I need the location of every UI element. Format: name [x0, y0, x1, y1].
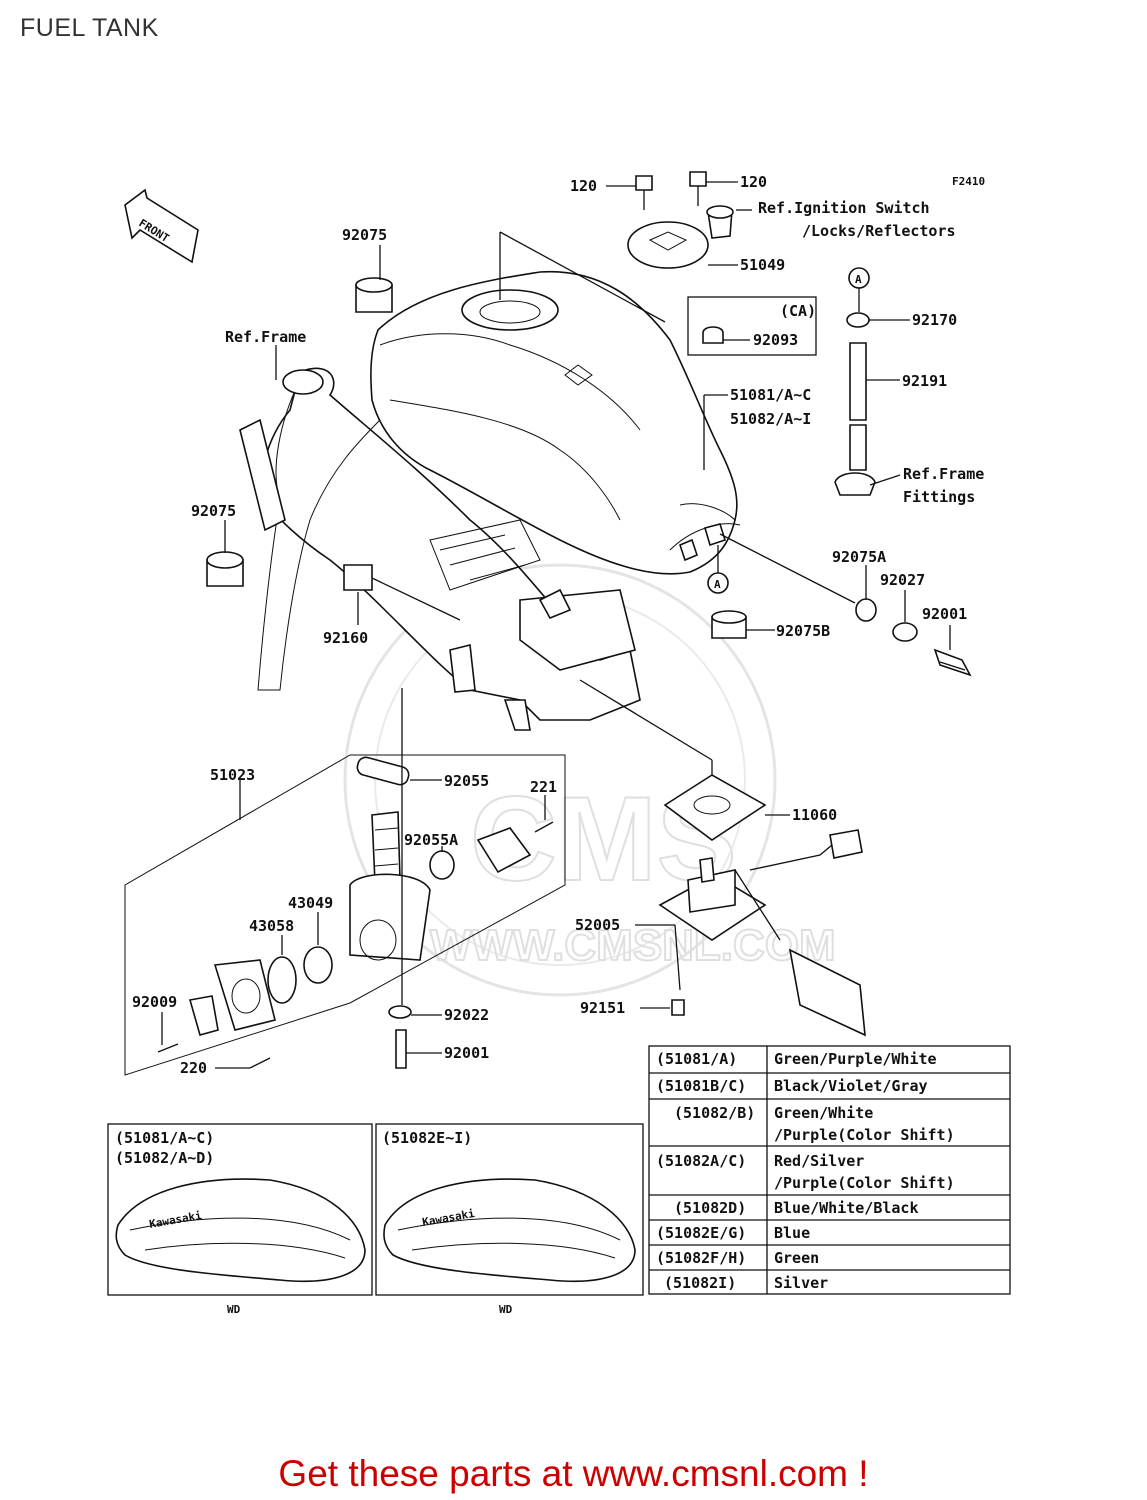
label-43049: 43049 — [288, 894, 333, 912]
table-code: (51081/A) — [656, 1050, 737, 1068]
label-ref-frame: Ref.Frame — [225, 328, 306, 346]
bolt-120-right — [689, 171, 707, 206]
label-11060: 11060 — [792, 806, 837, 824]
table-code: (51082A/C) — [656, 1152, 746, 1170]
table-color: /Purple(Color Shift) — [774, 1174, 955, 1192]
table-code: (51082/B) — [674, 1104, 755, 1122]
label-92009: 92009 — [132, 993, 177, 1011]
ca-box — [687, 296, 817, 356]
label-ref-frame-fittings-2: Fittings — [903, 488, 975, 506]
label-ca: (CA) — [780, 302, 816, 320]
label-92075-top: 92075 — [342, 226, 387, 244]
table-color: Silver — [774, 1274, 828, 1292]
inset-left-line1: (51081/A~C) — [115, 1129, 214, 1147]
label-92151: 92151 — [580, 999, 625, 1017]
label-51081: 51081/A~C — [730, 386, 811, 404]
collar-92075a — [855, 598, 877, 622]
reflector-cap — [706, 205, 734, 239]
label-92160: 92160 — [323, 629, 368, 647]
damper-92075-left — [206, 551, 244, 587]
inset-left-note: WD — [227, 1303, 241, 1316]
label-221: 221 — [530, 778, 557, 796]
inset-right-line1: (51082E~I) — [382, 1129, 472, 1147]
tank-cap-plate — [627, 221, 709, 269]
label-ref-ignition-2: /Locks/Reflectors — [802, 222, 956, 240]
marker-a-top-label: A — [855, 273, 862, 286]
promo-link[interactable]: Get these parts at www.cmsnl.com ! — [278, 1453, 869, 1494]
table-code: (51082I) — [664, 1274, 736, 1292]
marker-a-top: A — [848, 267, 870, 312]
marker-a-bottom-label: A — [714, 578, 721, 591]
label-92001-bottom: 92001 — [444, 1044, 489, 1062]
bolt-92001-right — [933, 648, 972, 677]
table-code: (51082F/H) — [656, 1249, 746, 1267]
label-120-left: 120 — [570, 177, 597, 195]
color-table: (51081/A) Green/Purple/White (51081B/C) … — [648, 1045, 1011, 1295]
table-color: Green/Purple/White — [774, 1050, 937, 1068]
label-51023: 51023 — [210, 766, 255, 784]
label-92022: 92022 — [444, 1006, 489, 1024]
frame-drawing — [239, 367, 641, 731]
table-color: Blue/White/Black — [774, 1199, 919, 1217]
table-code: (51082E/G) — [656, 1224, 746, 1242]
marker-a-bottom: A — [707, 545, 729, 594]
bolt-120-left — [635, 175, 653, 210]
inset-left: (51081/A~C) (51082/A~D) Kawasaki WD — [107, 1123, 373, 1316]
fuel-cock-drawing — [124, 754, 566, 1076]
label-92055a: 92055A — [404, 831, 458, 849]
breather-hose-92191 — [849, 342, 867, 471]
label-92075-left: 92075 — [191, 502, 236, 520]
label-51082: 51082/A~I — [730, 410, 811, 428]
label-92075b: 92075B — [776, 622, 830, 640]
table-code: (51082D) — [674, 1199, 746, 1217]
label-51049: 51049 — [740, 256, 785, 274]
label-220: 220 — [180, 1059, 207, 1077]
label-92055: 92055 — [444, 772, 489, 790]
leader-lines — [161, 181, 951, 1069]
fuel-pump-drawing — [658, 774, 866, 1037]
frame-fitting — [834, 472, 876, 496]
label-92191: 92191 — [902, 372, 947, 390]
label-92001-right: 92001 — [922, 605, 967, 623]
inset-right-note: WD — [499, 1303, 513, 1316]
table-color: /Purple(Color Shift) — [774, 1126, 955, 1144]
damper-92160 — [343, 564, 373, 591]
table-color: Black/Violet/Gray — [774, 1077, 928, 1095]
label-92170: 92170 — [912, 311, 957, 329]
table-code: (51081B/C) — [656, 1077, 746, 1095]
label-ref-ignition-1: Ref.Ignition Switch — [758, 199, 930, 217]
label-92093: 92093 — [753, 331, 798, 349]
label-43058: 43058 — [249, 917, 294, 935]
hose-clamp-92170 — [846, 312, 870, 328]
label-120-right: 120 — [740, 173, 767, 191]
part-labels: 120 120 Ref.Ignition Switch /Locks/Refle… — [132, 173, 984, 1077]
damper-92075-top — [355, 277, 393, 313]
label-ref-frame-fittings-1: Ref.Frame — [903, 465, 984, 483]
table-color: Red/Silver — [774, 1152, 864, 1170]
fuel-tank-drawing — [370, 270, 741, 575]
washer-92027 — [892, 622, 918, 642]
table-color: Green/White — [774, 1104, 873, 1122]
label-92075a: 92075A — [832, 548, 886, 566]
figure-code: F2410 — [952, 175, 985, 188]
label-92027: 92027 — [880, 571, 925, 589]
inset-right: (51082E~I) Kawasaki WD — [375, 1123, 644, 1316]
inset-left-line2: (51082/A~D) — [115, 1149, 214, 1167]
page-title: FUEL TANK — [20, 14, 159, 42]
label-52005: 52005 — [575, 916, 620, 934]
table-color: Blue — [774, 1224, 810, 1242]
damper-92075b — [711, 610, 747, 639]
table-color: Green — [774, 1249, 819, 1267]
watermark-url: WWW.CMSNL.COM — [430, 921, 836, 970]
front-arrow-icon: FRONT — [124, 188, 199, 264]
